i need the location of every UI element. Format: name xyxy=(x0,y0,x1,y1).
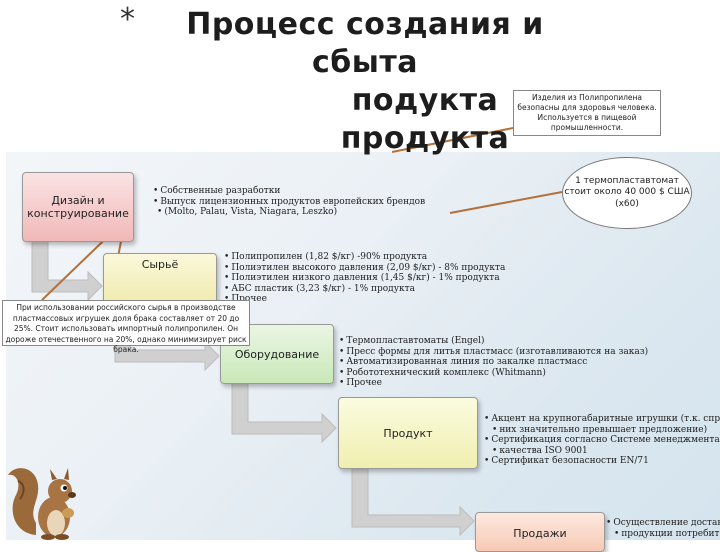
bullet-item: АБС пластик (3,23 $/кг) - 1% продукта xyxy=(224,284,505,295)
bullet-item: Выпуск лицензионных продуктов европейски… xyxy=(153,197,425,208)
bullet-item: Полиэтилен высокого давления (2,09 $/кг)… xyxy=(224,263,505,274)
step-design-box: Дизайн и конструирование xyxy=(22,172,134,242)
bullet-item: Полиэтилен низкого давления (1,45 $/кг) … xyxy=(224,273,505,284)
raw-bullets: Полипропилен (1,82 $/кг) -90% продукта П… xyxy=(224,252,505,305)
russian-raw-material-callout: При использовании российского сырья в пр… xyxy=(2,300,250,354)
polypropylene-safety-callout: Изделия из Полипропилена безопасны для з… xyxy=(513,90,661,136)
title-line-2: подукта продукта xyxy=(340,83,510,156)
bullet-item: Прочее xyxy=(224,294,505,305)
bullet-item: Пресс формы для литья пластмасс (изготав… xyxy=(339,347,648,358)
bullet-item: Термопластавтоматы (Engel) xyxy=(339,336,648,347)
step-sales-box: Продажи xyxy=(475,512,605,552)
equipment-bullets: Термопластавтоматы (Engel) Пресс формы д… xyxy=(339,336,648,389)
step-arrow-3 xyxy=(231,381,337,444)
pointer-line-1 xyxy=(391,127,514,153)
bullet-item: них значительно превышает предложение) xyxy=(484,425,720,436)
title-bullet-star: * xyxy=(120,2,135,37)
bullet-item: Собственные разработки xyxy=(153,186,425,197)
step-arrow-1 xyxy=(31,239,103,302)
squirrel-illustration xyxy=(8,468,76,540)
bullet-item: Автоматизированная линия по закалке плас… xyxy=(339,357,648,368)
bullet-item: Акцент на крупногабаритные игрушки (т.к.… xyxy=(484,414,720,425)
machine-cost-callout: 1 термопластавтомат стоит около 40 000 $… xyxy=(562,157,692,229)
step-equipment-box: Оборудование xyxy=(220,324,334,384)
bullet-item: Осуществление доставки xyxy=(606,518,720,529)
bullet-item: продукции потребителю xyxy=(606,529,720,540)
bullet-item: Сертификация согласно Системе менеджмент… xyxy=(484,435,720,446)
title-line-1: Процесс создания и сбыта xyxy=(186,7,544,80)
bullet-item: Сертификат безопасности EN/71 xyxy=(484,456,720,467)
bullet-item: Прочее xyxy=(339,378,648,389)
step-arrow-4 xyxy=(351,466,475,537)
page-title: Процесс создания и сбыта подукта продукт… xyxy=(150,6,580,158)
bullet-item: (Molto, Palau, Vista, Niagara, Leszko) xyxy=(153,207,425,218)
bullet-item: Робототехнический комплекс (Whitmann) xyxy=(339,368,648,379)
product-bullets: Акцент на крупногабаритные игрушки (т.к.… xyxy=(484,414,720,467)
bullet-item: Полипропилен (1,82 $/кг) -90% продукта xyxy=(224,252,505,263)
sales-bullets: Осуществление доставки продукции потреби… xyxy=(606,518,720,539)
design-bullets: Собственные разработки Выпуск лицензионн… xyxy=(153,186,425,218)
pointer-line-2 xyxy=(449,191,563,214)
bullet-item: качества ISO 9001 xyxy=(484,446,720,457)
step-product-box: Продукт xyxy=(338,397,478,469)
